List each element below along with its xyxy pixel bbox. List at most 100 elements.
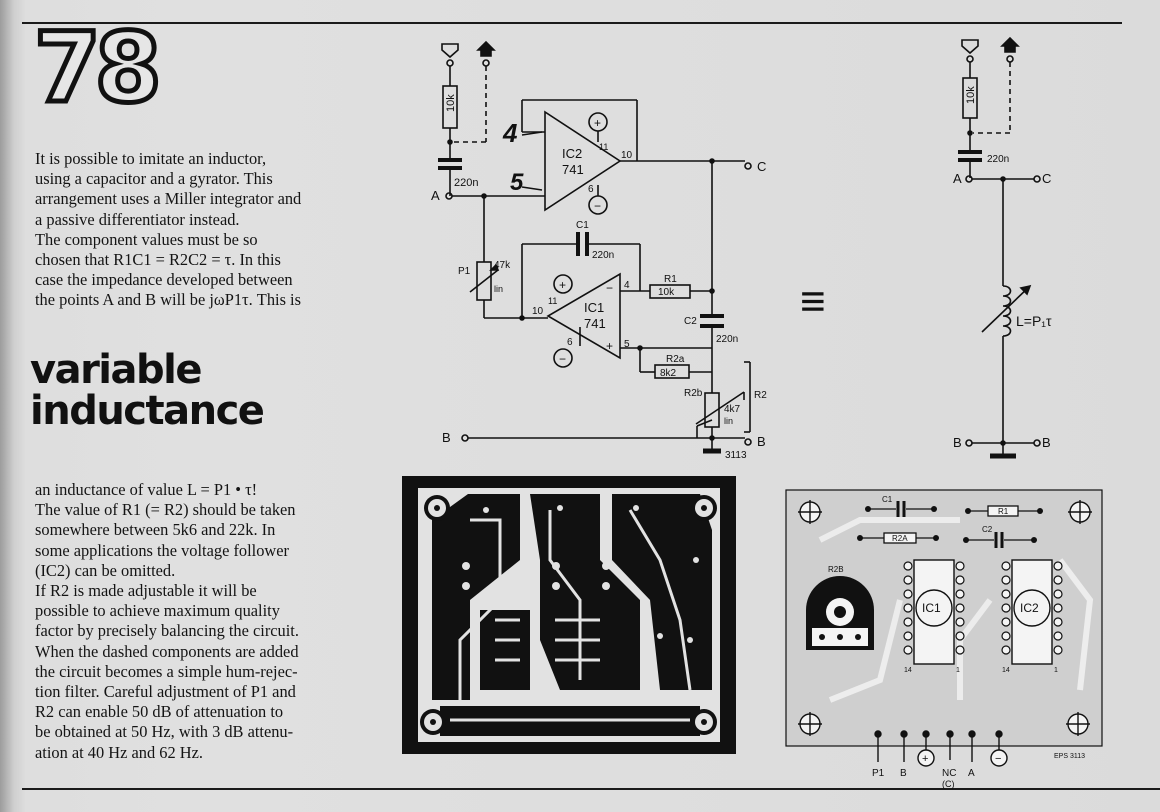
text-line: When the dashed components are added — [35, 641, 299, 661]
c2-value: 220n — [716, 334, 738, 345]
node-c: C — [1042, 171, 1051, 186]
node-b-right: B — [1042, 435, 1051, 450]
r2b-lin: lin — [724, 416, 733, 426]
label-ic1: IC1 — [922, 601, 941, 615]
terminal-dot — [446, 59, 454, 67]
supply-minus — [553, 348, 573, 368]
inductance-formula: L=P₁τ — [1016, 313, 1052, 329]
article-title: variable inductance — [30, 347, 265, 432]
equivalent-labels: 10k 220n A C L=P₁τ B B — [953, 86, 1052, 450]
body-paragraph: an inductance of value L = P1 • τ! The v… — [35, 480, 380, 763]
pin-label: 4 — [624, 280, 630, 291]
title-line: variable — [30, 347, 202, 393]
text-line: The component values must be so — [35, 229, 258, 249]
text-line: the points A and B will be jωP1τ. This i… — [35, 290, 301, 310]
label-r1: R1 — [998, 507, 1009, 516]
text-line: If R2 is made adjustable it will be — [35, 581, 257, 601]
r2a-name: R2a — [666, 354, 685, 365]
schematic-circuit — [438, 40, 752, 454]
label-r2b: R2B — [828, 565, 844, 574]
article-number: 78 — [32, 12, 165, 124]
node-b-right: B — [757, 434, 766, 449]
pad-a: A — [968, 768, 975, 779]
label-c2: C2 — [982, 525, 993, 534]
node-a: A — [953, 171, 962, 186]
component-layout — [785, 489, 1103, 767]
p1-lin: lin — [494, 284, 503, 294]
ic1-socket — [913, 559, 955, 665]
p1-value: 47k — [494, 260, 511, 271]
connection-pads — [874, 730, 1008, 767]
c1-name: C1 — [576, 220, 589, 231]
pin-number: 1 — [1054, 667, 1058, 674]
ic2-name: IC2 — [562, 146, 582, 161]
text-line: R2 can enable 50 dB of attenuation to — [35, 702, 284, 722]
handwritten-4: 4 — [502, 118, 518, 148]
input-arrow-icon — [441, 43, 459, 59]
plus-sign: + — [606, 339, 613, 353]
text-line: factor by precisely balancing the circui… — [35, 621, 299, 641]
text-line: a passive differentiator instead. — [35, 209, 240, 229]
node-a: A — [431, 188, 440, 203]
top-rule — [22, 22, 1122, 24]
r2b-name: R2b — [684, 388, 703, 399]
r2a-value: 8k2 — [660, 368, 677, 379]
node-b-left: B — [953, 435, 962, 450]
pad-plus: + — [922, 753, 928, 765]
output-arrow-icon — [476, 40, 496, 57]
text-line: arrangement uses a Miller integrator and — [35, 189, 302, 209]
pin-number: 14 — [1002, 667, 1010, 674]
text-line: tion filter. Careful adjustment of P1 an… — [35, 682, 296, 702]
supply-plus — [588, 112, 608, 132]
pin-label: 11 — [548, 296, 557, 306]
label-c1: C1 — [882, 495, 893, 504]
pin-number: 14 — [904, 667, 912, 674]
text-line: using a capacitor and a gyrator. This — [35, 169, 273, 189]
opamp-ic1 — [546, 272, 621, 360]
label-r2a: R2A — [892, 534, 908, 543]
p1-name: P1 — [458, 266, 471, 277]
plus-sign: + — [559, 278, 566, 292]
minus-sign: − — [606, 281, 613, 295]
mounting-hole — [420, 495, 717, 735]
res-10k-label: 10k — [965, 86, 977, 104]
pin-label: 6 — [567, 337, 573, 348]
r2b-value: 4k7 — [724, 404, 741, 415]
text-line: be obtained at 50 Hz, with 3 dB attenu- — [35, 722, 294, 742]
text-line: chosen that R1C1 = R2C2 = τ. In this — [35, 250, 281, 270]
ic1-type: 741 — [584, 316, 606, 331]
ic1-pins — [903, 561, 965, 655]
text-line: somewhere between 5k6 and 22k. In — [35, 520, 276, 540]
inductor-coil — [1002, 285, 1012, 337]
r1-name: R1 — [664, 274, 677, 285]
input-arrow-icon — [961, 39, 979, 55]
opamp-ic2 — [544, 110, 622, 212]
plus-sign: + — [594, 116, 601, 130]
ic2-pins — [1001, 561, 1063, 655]
pcb-copper-layout — [402, 476, 736, 754]
handwritten-5: 5 — [510, 169, 524, 196]
pad-minus: − — [995, 753, 1001, 765]
text-line: case the impedance developed between — [35, 270, 293, 290]
ic2-type: 741 — [562, 162, 584, 177]
res-10k-label: 10k — [445, 94, 457, 112]
ic1-name: IC1 — [584, 300, 604, 315]
pin-label: 5 — [624, 339, 630, 350]
pin-label: 6 — [588, 184, 594, 195]
pad-nc: NC — [942, 768, 956, 779]
cap-220n-label: 220n — [454, 177, 478, 189]
trimmer-r2b — [806, 576, 874, 650]
terminal-dot — [482, 59, 490, 67]
text-line: The value of R1 (= R2) should be taken — [35, 500, 296, 520]
intro-paragraph: It is possible to imitate an inductor, u… — [35, 149, 380, 311]
minus-sign: − — [594, 199, 601, 213]
pad-b: B — [900, 768, 907, 779]
pin-label: 11 — [599, 142, 608, 152]
node-b-left: B — [442, 430, 451, 445]
c1-value: 220n — [592, 250, 614, 261]
pin-label: 10 — [621, 150, 633, 161]
equivalent-circuit — [958, 36, 1041, 459]
eps-code: EPS 3113 — [1054, 753, 1085, 760]
equivalence-sign: ≡ — [800, 277, 826, 326]
